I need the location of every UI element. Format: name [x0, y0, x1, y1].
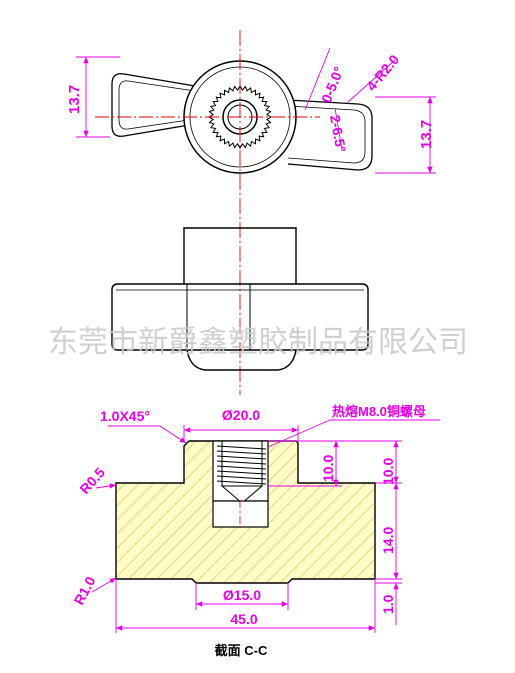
thread-line: [216, 470, 267, 475]
dim-angle-mid: 2-6.5°: [327, 114, 349, 154]
thread-line: [216, 450, 267, 455]
thread-line: [216, 475, 267, 480]
dim-top-diameter: Ø20.0: [222, 407, 260, 423]
thread-lines: [216, 445, 267, 485]
dim-upper-height: 10.0: [380, 458, 396, 485]
dim-bottom-step: 1.0: [380, 594, 396, 614]
dim-radius: 4-R2.0: [363, 51, 402, 94]
thread-line: [216, 465, 267, 470]
dim-chamfer: 1.0X45°: [100, 408, 150, 424]
section-dimensions: [91, 419, 440, 633]
insert-lower: [212, 500, 269, 528]
dim-top-right-height: 13.7: [418, 120, 435, 149]
section-label: 截面 C-C: [215, 643, 268, 658]
dim-overall-width: 45.0: [230, 611, 257, 627]
thread-line: [216, 455, 267, 460]
watermark: 东莞市新爵鑫塑胶制品有限公司: [48, 325, 468, 360]
thread-line: [216, 480, 267, 485]
dim-top-left-height: 13.7: [66, 85, 83, 114]
top-view-dimensions: [76, 47, 436, 174]
dim-lower-height: 14.0: [380, 527, 396, 554]
insert-label: 热熔M8.0铜螺母: [332, 404, 426, 419]
dim-thread-depth: 10.0: [320, 455, 336, 482]
top-view-right-wing: [287, 99, 373, 171]
dim-fillet-upper: R0.5: [76, 464, 108, 497]
section-view: [115, 440, 376, 584]
thread-line: [216, 460, 267, 465]
insert-drill-tip: [220, 485, 264, 504]
dim-bottom-diameter: Ø15.0: [223, 587, 261, 603]
top-view-left-wing: [111, 73, 196, 137]
dim-angle-top: 0-5.0°: [318, 64, 347, 105]
front-view: [111, 227, 369, 371]
thread-line: [216, 445, 267, 450]
